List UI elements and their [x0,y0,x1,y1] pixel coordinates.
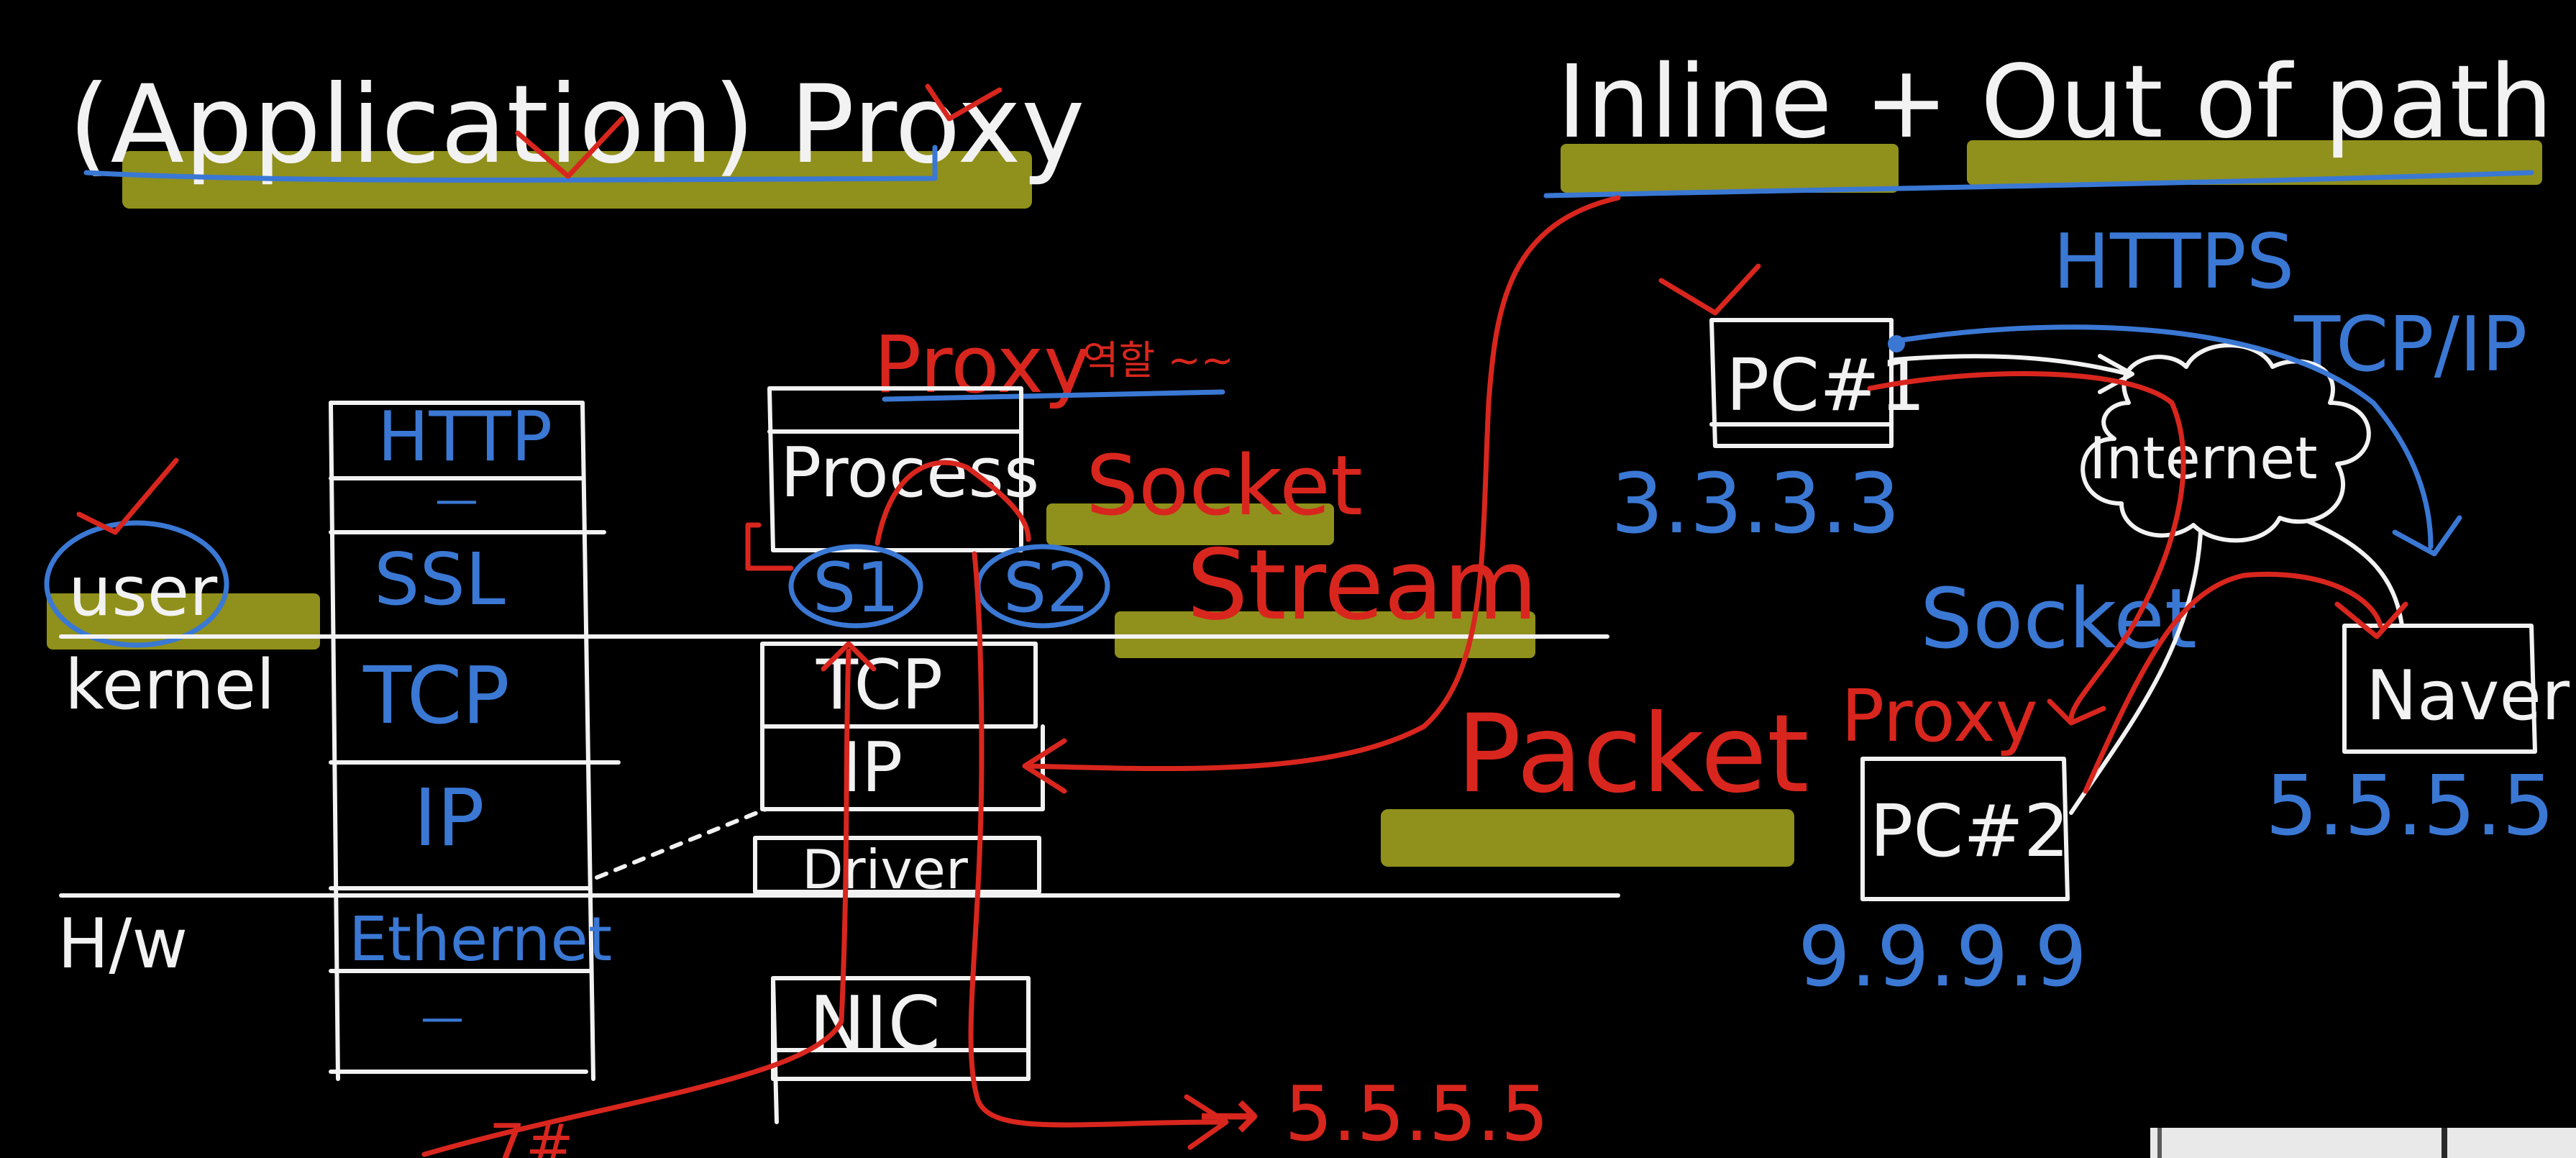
internet-to-pc2-line [2069,530,2203,815]
stack-ethernet: Ethernet [349,904,612,975]
socket-s1-circle [788,544,923,629]
title-inline-out-of-path: Inline + Out of path [1557,44,2553,161]
red-inline-curve [1022,195,1621,794]
user-checkmark [76,457,179,535]
socket-s1: S1 [813,549,900,628]
proxy-korean-note: 역할 ~~ [1082,337,1234,383]
pc2-box [1860,757,2070,901]
title-left-checkmark [515,116,625,179]
network-diagram: PC#1 3.3.3.3 HTTPS TCP/IP Internet Socke… [1611,218,2570,1006]
driver-label: Driver [802,838,968,901]
pc1-checkmark [1658,263,1761,316]
internet-cloud [2081,343,2371,543]
stack-ssl: SSL [374,537,506,621]
highlight-inline [1561,144,1899,193]
stack-tcp: TCP [362,649,510,742]
kernel-ip-label: IP [841,729,903,808]
stack-ip: IP [414,772,485,864]
title-left-underline [83,145,938,183]
https-label: HTTPS [2053,218,2294,306]
socket-s2: S2 [1003,549,1090,628]
red-s1-s2-arc [874,460,1031,546]
red-flow-down [968,551,1229,1150]
highlight-socket [1046,503,1334,545]
title-right-underline [1543,170,2534,199]
server-label: Naver [2366,657,2570,736]
video-thumbnail-strip [2150,1128,2576,1158]
network-proxy-label: Proxy [1841,674,2038,758]
stack-dotted-link [595,807,768,880]
red-pc2-to-server [2083,571,2408,794]
pc1-ip: 3.3.3.3 [1611,456,1900,552]
red-flow-up [421,641,877,1157]
thumbnail-divider-2 [2442,1128,2447,1158]
pc2-ip: 9.9.9.9 [1798,909,2087,1006]
https-blue-path [1888,324,2462,557]
pc2-label: PC#2 [1870,789,2070,873]
stream-annotation: Stream [1187,529,1538,642]
title-left-checkmark-2 [925,83,1002,122]
thumbnail-divider [2157,1128,2162,1158]
label-user: user [68,552,218,632]
internet-to-server-line [2306,519,2404,628]
highlight-out-of-path [1967,140,2542,185]
server-box [2342,624,2537,754]
pc1-box [1709,318,1894,448]
proxy-underline [882,389,1225,402]
protocol-stack: HTTP — SSL TCP IP Ethernet — [329,398,768,1081]
packet-annotation: Packet [1456,692,1809,817]
blue-dot [1888,335,1905,352]
highlight-packet [1381,809,1794,867]
stack-dash-2: — [421,993,464,1043]
server-ip: 5.5.5.5 [2265,758,2554,854]
pc1-to-internet-arrow [1893,354,2134,394]
internet-label: Internet [2089,425,2318,492]
label-hw: H/w [58,905,188,984]
red-proxy-bracket [745,522,794,571]
bottom-partial-annotation: 7# [489,1112,574,1158]
red-pc1-to-pc2 [1867,371,2186,726]
destination-ip-annotation: → 5.5.5.5 [1197,1070,1549,1158]
stack-http: HTTP [378,398,552,477]
socket-annotation: Socket [1086,438,1363,534]
label-kernel: kernel [65,646,275,725]
stack-dash-1: — [435,475,478,525]
nic-label: NIC [809,980,941,1068]
user-circle [44,520,229,648]
